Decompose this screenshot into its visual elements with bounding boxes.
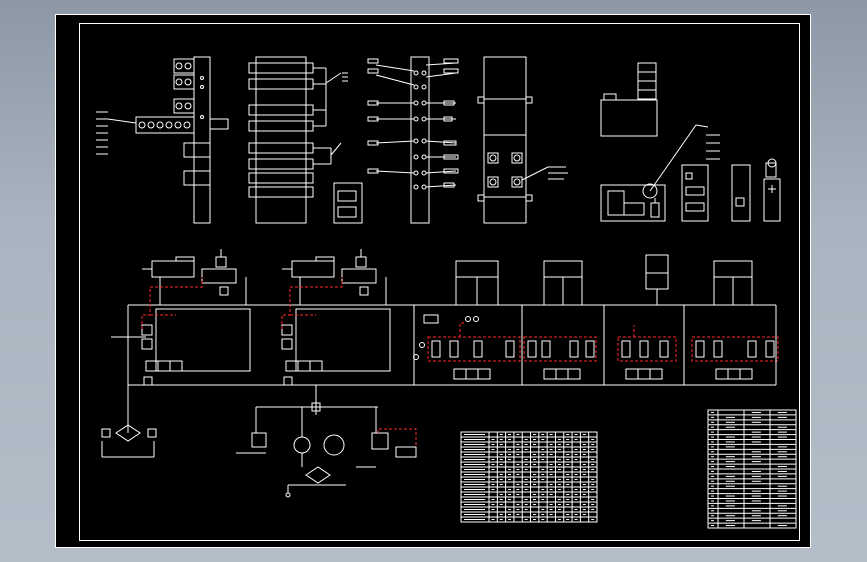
control-box-view xyxy=(600,62,720,222)
housing-view-4 xyxy=(477,56,568,224)
valve-sequence-table xyxy=(460,431,598,523)
manifold-view-1 xyxy=(96,56,229,224)
drawing-sheet xyxy=(55,14,811,548)
title-block xyxy=(707,409,797,529)
terminal-strip-view-3 xyxy=(367,56,459,224)
hydraulic-schematic xyxy=(96,56,797,529)
drawing-border xyxy=(79,23,800,541)
main-circuit xyxy=(101,249,779,498)
valve-stack-view-2 xyxy=(248,56,363,224)
side-detail-views xyxy=(681,158,781,222)
